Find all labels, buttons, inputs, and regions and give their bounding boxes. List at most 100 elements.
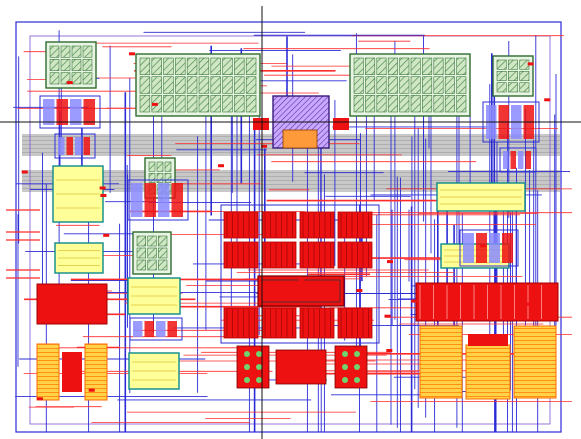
cluster-gate <box>70 99 82 125</box>
cluster-gate <box>66 137 73 155</box>
cap-cell <box>49 45 60 58</box>
cap-cell <box>245 76 257 94</box>
cluster-gate <box>58 137 65 155</box>
cluster-gate <box>167 321 177 337</box>
cap-cell <box>234 95 245 113</box>
red-stub <box>129 52 135 56</box>
red-stub <box>218 164 224 168</box>
cluster-gate <box>518 151 524 169</box>
cap-cell <box>163 57 174 76</box>
green-via <box>354 377 360 383</box>
red-stub <box>447 284 454 288</box>
transistor-finger <box>223 211 259 239</box>
central-array-frame <box>220 204 380 344</box>
small-red-tab <box>253 118 269 130</box>
cap-cell <box>49 58 60 71</box>
cap-cell <box>82 45 93 58</box>
cluster-right-2 <box>499 147 537 173</box>
cap-cell <box>444 57 455 76</box>
inner-frame <box>29 35 551 425</box>
green-via <box>354 351 360 357</box>
cap-cell <box>136 235 146 247</box>
crosshair-icon <box>0 6 581 439</box>
red-stub <box>103 233 110 237</box>
cap-cell <box>71 45 82 58</box>
cluster-gate <box>158 183 170 217</box>
left-orange-2 <box>84 343 108 401</box>
device-blocks <box>21 41 559 401</box>
outer-frame <box>15 21 562 433</box>
cluster-left-2 <box>54 133 96 159</box>
cap-cell <box>496 59 507 70</box>
cluster-gate <box>171 183 183 217</box>
red-stub <box>411 299 418 303</box>
transistor-finger <box>337 211 373 239</box>
green-via <box>256 377 262 383</box>
cap-cell <box>365 95 376 113</box>
cap-cell <box>186 95 198 113</box>
cap-cell <box>82 72 93 85</box>
cluster-gate <box>43 99 55 125</box>
cap-cell <box>164 161 172 172</box>
transistor-finger <box>299 211 335 239</box>
red-stub <box>387 260 393 264</box>
orange-block-2 <box>513 325 557 399</box>
cap-cell <box>158 259 168 271</box>
cap-cell <box>60 45 71 58</box>
cap-cell <box>136 259 146 271</box>
cap-cell <box>444 95 455 113</box>
cap-cell <box>422 76 433 94</box>
cap-cell <box>410 95 421 113</box>
cap-cell <box>456 76 467 94</box>
cap-cell <box>387 76 398 94</box>
cap-cell <box>151 76 162 94</box>
central-core <box>257 275 345 307</box>
cap-cell <box>60 58 71 71</box>
green-via <box>342 351 348 357</box>
red-stub <box>36 397 43 401</box>
cap-cell <box>186 76 198 94</box>
cap-cell <box>198 95 210 113</box>
cap-cell <box>175 57 186 76</box>
cap-cell <box>496 82 507 93</box>
green-via <box>244 364 250 370</box>
cap-cell <box>71 72 82 85</box>
transistor-finger <box>261 307 297 339</box>
cluster-gate <box>75 137 82 155</box>
cluster-gate <box>502 233 513 263</box>
red-stub <box>21 170 28 174</box>
cap-cell <box>353 57 364 76</box>
cap-cell <box>158 247 168 259</box>
bottom-red-cell <box>334 345 368 389</box>
orange-bridge <box>468 334 508 346</box>
cap-cell <box>422 57 433 76</box>
right-red-block <box>415 282 559 322</box>
red-stub <box>386 349 393 352</box>
cap-cell <box>60 72 71 85</box>
green-via <box>244 351 250 357</box>
cap-cell <box>456 57 467 76</box>
green-via <box>354 364 360 370</box>
green-via <box>256 351 262 357</box>
left-orange-1 <box>36 343 60 401</box>
cap-cell <box>222 76 233 94</box>
cap-cell <box>399 95 410 113</box>
cap-cell <box>49 72 60 85</box>
red-stub <box>99 186 106 190</box>
cap-cell <box>139 95 151 113</box>
transistor-finger <box>223 241 259 269</box>
cap-cell <box>139 76 151 94</box>
cap-cell <box>433 76 444 94</box>
cap-cell <box>158 235 168 247</box>
cap-cell <box>496 71 507 81</box>
cap-cell <box>82 58 93 71</box>
cap-cell <box>387 57 398 76</box>
transistor-finger <box>337 241 373 269</box>
cap-cell <box>245 57 257 76</box>
transistor-finger <box>299 241 335 269</box>
red-stub <box>100 194 107 197</box>
cap-cell <box>353 95 364 113</box>
red-stub <box>384 314 391 318</box>
